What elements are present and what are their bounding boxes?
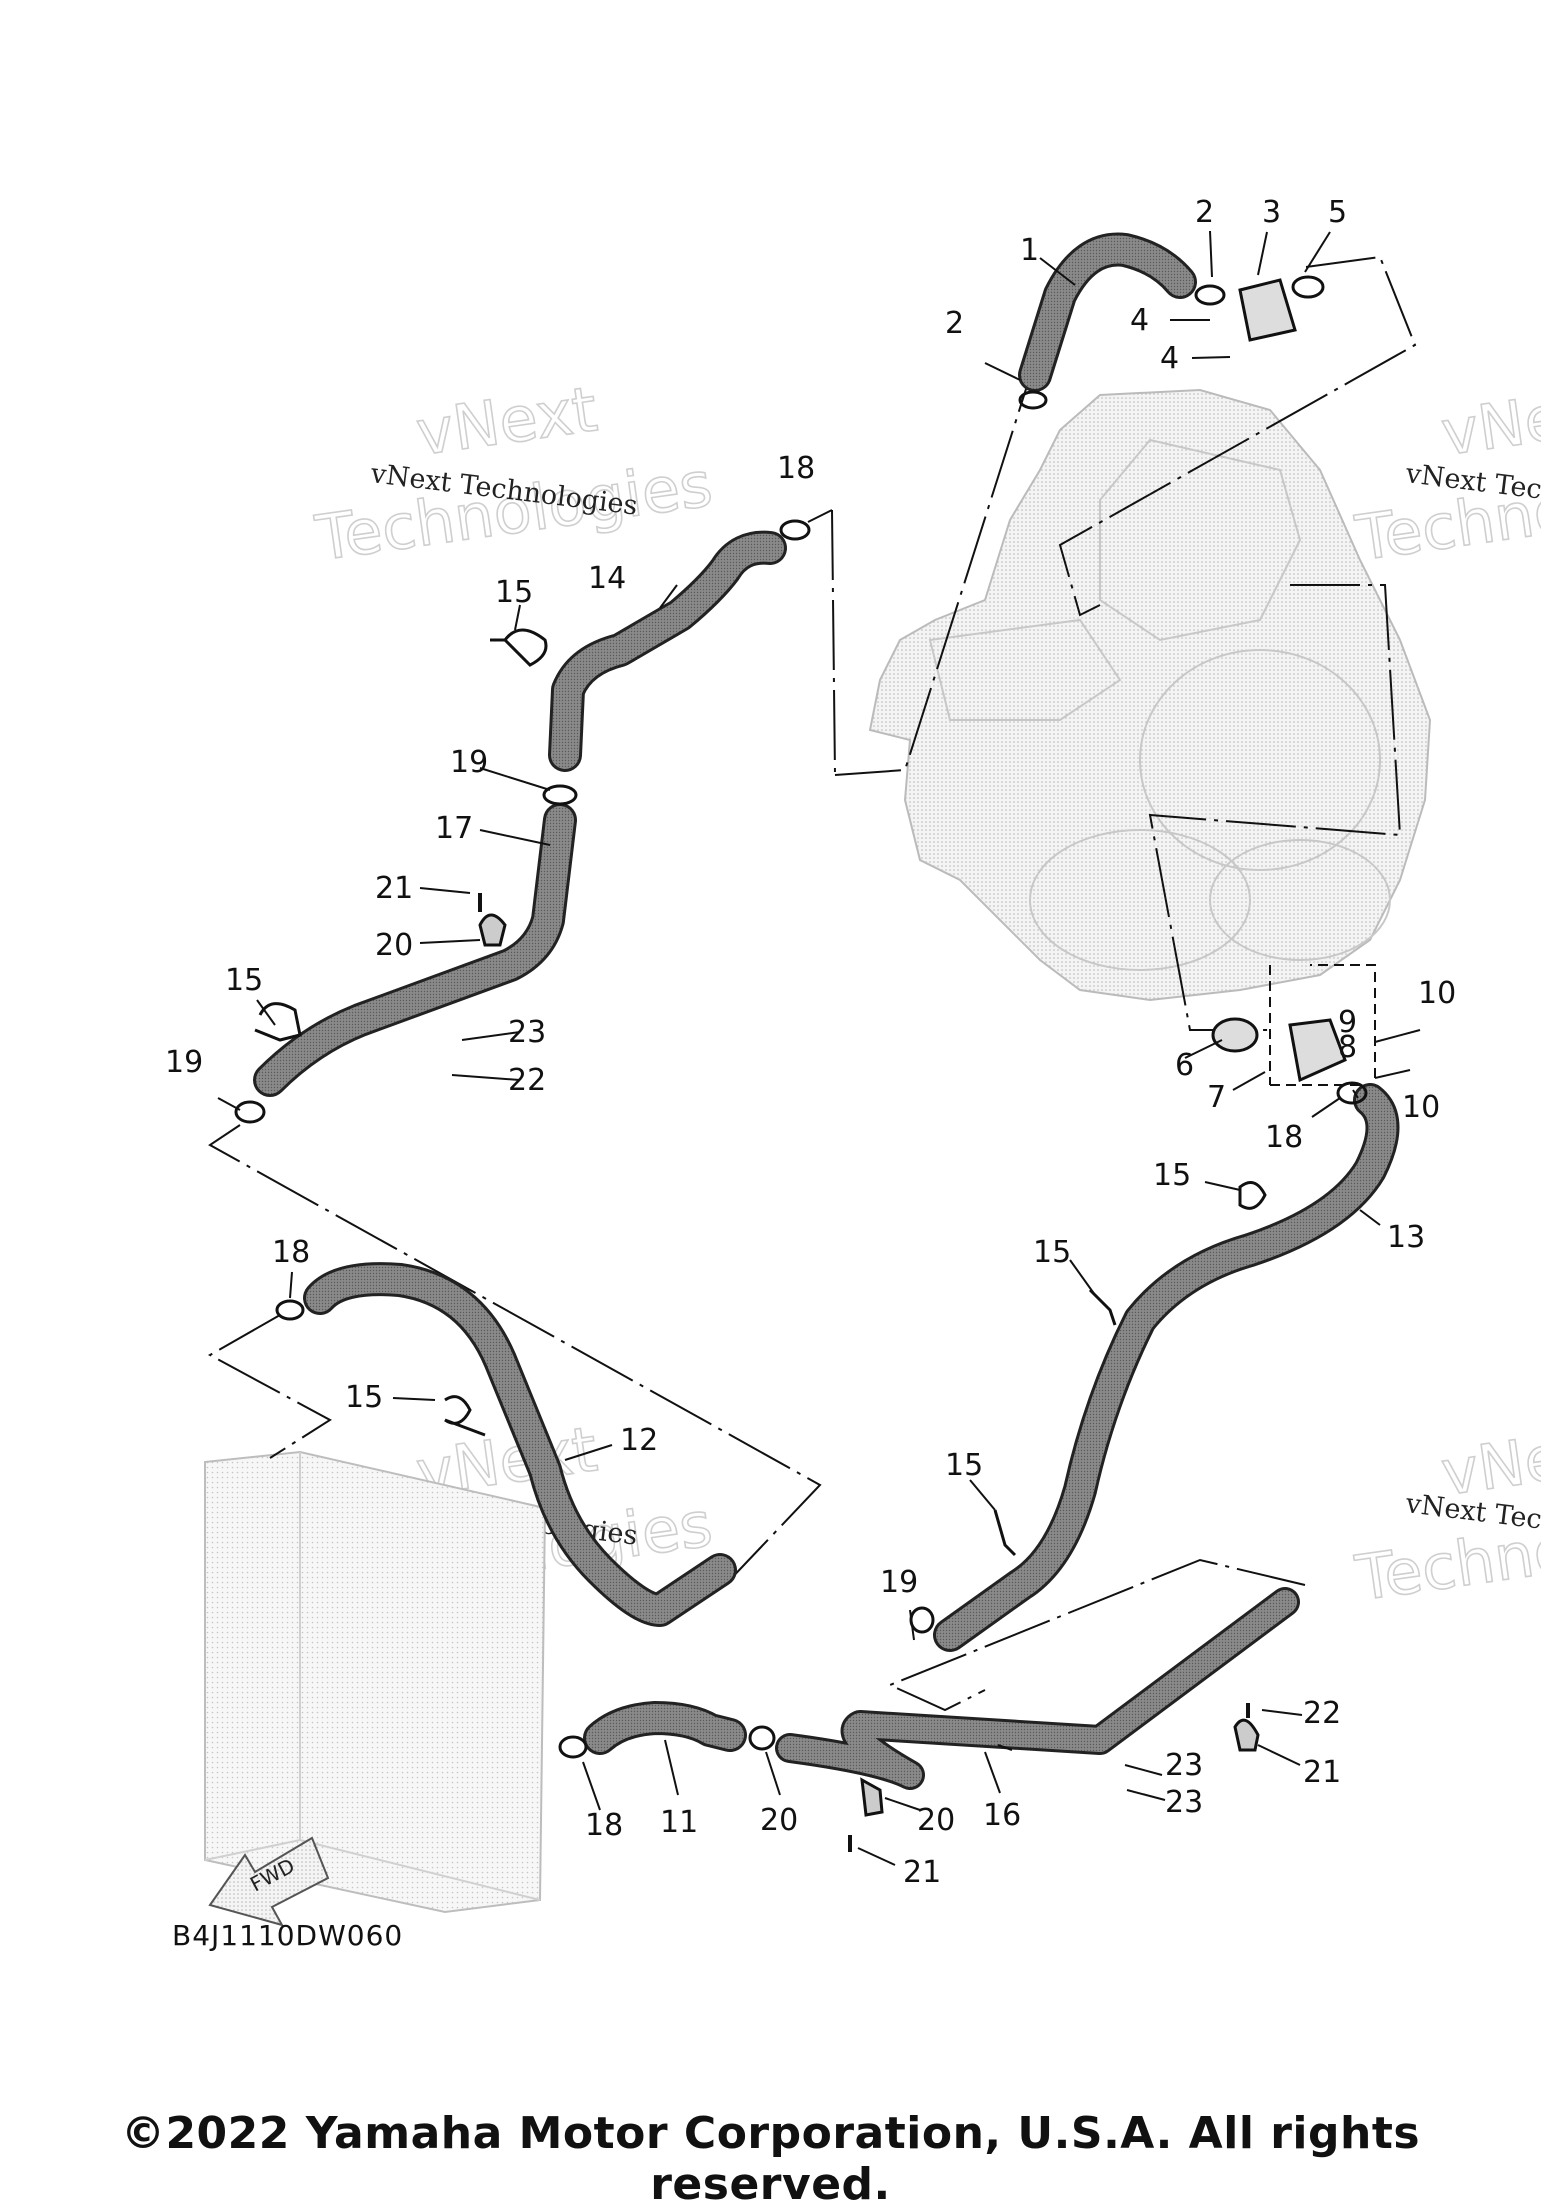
callout-19b: 19 xyxy=(165,1045,203,1080)
callout-14: 14 xyxy=(588,561,626,596)
callout-20b: 20 xyxy=(917,1803,955,1838)
callout-10b: 10 xyxy=(1402,1090,1440,1125)
tie-15-e xyxy=(1088,1288,1117,1326)
callout-19c: 19 xyxy=(880,1565,918,1600)
callout-5: 5 xyxy=(1328,195,1347,230)
tie-15-b xyxy=(254,1002,302,1042)
callout-20a: 20 xyxy=(375,928,413,963)
tie-15-f xyxy=(993,1509,1017,1557)
callout-21b: 21 xyxy=(903,1855,941,1890)
callout-15a: 15 xyxy=(495,575,533,610)
thermostat-cover-3 xyxy=(1238,278,1297,342)
callout-17: 17 xyxy=(435,811,473,846)
callout-4b: 4 xyxy=(1160,341,1179,376)
callout-19a: 19 xyxy=(450,745,488,780)
engine-illustration xyxy=(868,388,1432,1002)
small-parts xyxy=(234,275,1368,1852)
callout-15b: 15 xyxy=(225,963,263,998)
watermark-brand: vNext xyxy=(1437,372,1541,469)
hose-1 xyxy=(1018,232,1197,392)
gasket-5 xyxy=(1291,275,1325,299)
tie-15-d xyxy=(1238,1181,1267,1210)
watermark-top-right: vNext Technologies vNext Technologies xyxy=(1350,372,1541,576)
callout-23a: 23 xyxy=(508,1015,546,1050)
clamp-18-c xyxy=(1336,1081,1368,1105)
callout-18d: 18 xyxy=(585,1808,623,1843)
radiator-illustration xyxy=(204,1450,547,1914)
bracket-20-a xyxy=(478,913,507,947)
callout-leaders xyxy=(217,230,1421,1866)
callout-21c: 22 xyxy=(1303,1696,1341,1731)
bracket-20-c xyxy=(1233,1718,1260,1752)
callout-2b: 2 xyxy=(945,306,964,341)
callout-13: 13 xyxy=(1387,1220,1425,1255)
callout-15e: 15 xyxy=(1033,1235,1071,1270)
callout-10a: 10 xyxy=(1418,976,1456,1011)
clamp-19-b xyxy=(234,1100,266,1124)
hose-14 xyxy=(548,530,787,772)
bracket-20-b xyxy=(860,1777,884,1817)
callout-8: 8 xyxy=(1338,1030,1357,1065)
callout-9: 9 xyxy=(1338,1005,1357,1040)
callout-19d: 20 xyxy=(760,1803,798,1838)
hose-11 xyxy=(583,1701,747,1755)
callout-15f: 15 xyxy=(945,1448,983,1483)
callout-15c: 15 xyxy=(345,1380,383,1415)
tie-15-c xyxy=(444,1395,486,1437)
callout-18a: 18 xyxy=(777,451,815,486)
clamp-18-b xyxy=(275,1299,305,1321)
callout-12: 12 xyxy=(620,1423,658,1458)
callout-1: 1 xyxy=(1020,233,1039,268)
callout-18b: 18 xyxy=(272,1235,310,1270)
callout-3: 3 xyxy=(1262,195,1281,230)
callout-22b: 23 xyxy=(1165,1785,1203,1820)
clamp-18-a xyxy=(779,519,811,541)
hose-12 xyxy=(303,1262,737,1627)
leader-lines xyxy=(207,255,1417,1712)
hose-16 xyxy=(775,1587,1300,1790)
clamp-19-d xyxy=(748,1725,776,1751)
clamp-19-a xyxy=(542,784,578,806)
copyright-notice: ©2022 Yamaha Motor Corporation, U.S.A. A… xyxy=(120,2108,1421,2210)
callout-6: 6 xyxy=(1175,1048,1194,1083)
callout-20c: 21 xyxy=(1303,1755,1341,1790)
thermostat-housing-7 xyxy=(1288,1018,1347,1083)
callout-18c: 18 xyxy=(1265,1120,1303,1155)
clamp-2-top xyxy=(1194,284,1226,306)
hoses xyxy=(253,232,1400,1790)
clamp-18-d xyxy=(558,1735,588,1759)
hose-17 xyxy=(253,803,577,1097)
watermark-brand: vNext xyxy=(412,372,602,469)
callout-23b: 23 xyxy=(1165,1748,1203,1783)
thermostat-6 xyxy=(1211,1017,1259,1053)
watermark-top-left: vNext Technologies vNext Technologies xyxy=(310,372,717,576)
callout-2a: 2 xyxy=(1195,195,1214,230)
callout-7: 7 xyxy=(1207,1080,1226,1115)
watermark-mid-right: vNext Technologies vNext Technologies xyxy=(1350,1412,1541,1616)
tie-15-a xyxy=(490,628,548,667)
callout-21a: 21 xyxy=(375,871,413,906)
callout-15d: 15 xyxy=(1153,1158,1191,1193)
callout-4a: 4 xyxy=(1130,303,1149,338)
callout-11: 11 xyxy=(660,1805,698,1840)
clamp-2-left xyxy=(1018,390,1048,410)
clamp-19-c xyxy=(909,1606,935,1634)
callout-labels: 1 2 2 3 4 4 5 6 7 8 9 10 10 11 12 13 14 … xyxy=(165,195,1456,1890)
hose-13 xyxy=(933,1083,1400,1652)
callout-22a: 22 xyxy=(508,1063,546,1098)
diagram-code: B4J1110DW060 xyxy=(172,1919,403,1952)
callout-16: 16 xyxy=(983,1798,1021,1833)
